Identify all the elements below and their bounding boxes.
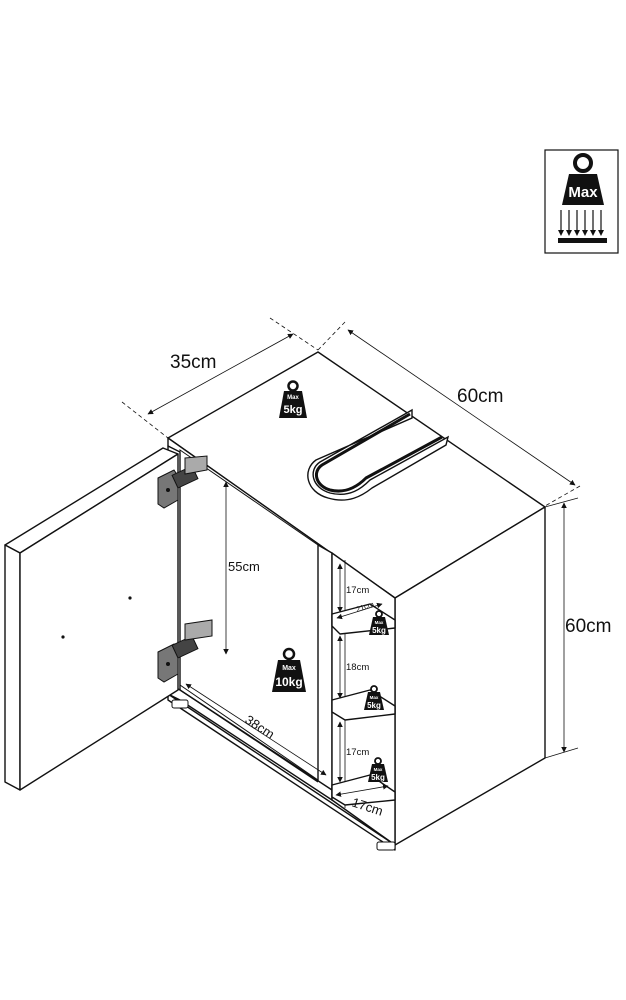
upper-hinge-icon <box>157 455 208 509</box>
weight-icon: Max 10kg <box>272 647 306 692</box>
shelf-gap-3-label: 17cm <box>346 747 369 758</box>
weight-icon: Max 5kg <box>368 757 388 782</box>
shelf-gap-2-label: 18cm <box>346 662 369 673</box>
weight-icon: Max 5kg <box>279 380 307 418</box>
legend-max-label: Max <box>568 184 598 201</box>
svg-text:Max: Max <box>375 620 384 625</box>
inner-height-label: 55cm <box>228 559 260 574</box>
svg-text:Max: Max <box>282 665 296 672</box>
cabinet-foot <box>376 841 396 851</box>
sink-cutout <box>307 408 450 501</box>
svg-text:Max: Max <box>370 695 379 700</box>
height-dimension: 60cm <box>544 497 611 759</box>
svg-text:Max: Max <box>374 767 383 772</box>
depth-dimension: 35cm <box>121 317 319 439</box>
depth-label: 35cm <box>170 352 216 373</box>
inner-height-dimension: 55cm <box>223 481 260 655</box>
height-label: 60cm <box>565 616 611 637</box>
cabinet-foot <box>171 699 189 709</box>
width-dimension: 60cm <box>317 321 581 507</box>
svg-text:5kg: 5kg <box>367 701 381 710</box>
weight-icon: Max 5kg <box>369 610 389 635</box>
cabinet-body <box>167 351 546 851</box>
shelf-gap-1-label: 17cm <box>346 585 369 596</box>
svg-text:5kg: 5kg <box>371 773 385 782</box>
cabinet-door[interactable] <box>4 447 179 791</box>
svg-text:5kg: 5kg <box>284 404 303 416</box>
svg-text:Max: Max <box>287 395 299 401</box>
lower-hinge-icon <box>157 619 213 683</box>
svg-text:5kg: 5kg <box>372 626 386 635</box>
svg-text:10kg: 10kg <box>275 675 302 689</box>
max-load-legend-icon: Max <box>544 149 619 254</box>
width-label: 60cm <box>457 386 503 407</box>
weight-icon: Max 5kg <box>364 685 384 710</box>
